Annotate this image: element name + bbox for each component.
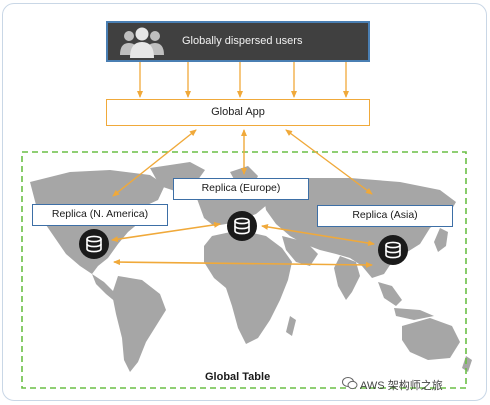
- global-app-box: Global App: [106, 99, 370, 126]
- replica-europe-label: Replica (Europe): [201, 182, 281, 194]
- map-australia: [402, 318, 460, 360]
- replica-north-america-label: Replica (N. America): [51, 208, 149, 220]
- arrow-app-asia: [285, 129, 373, 195]
- replication-arrows: [111, 221, 375, 268]
- replica-north-america-box: Replica (N. America): [32, 204, 168, 226]
- user-to-app-arrows: [137, 62, 349, 98]
- users-group-icon: [120, 27, 164, 58]
- map-japan: [434, 228, 448, 252]
- users-box: Globally dispersed users: [106, 21, 370, 62]
- map-southeast-asia: [378, 282, 402, 306]
- watermark-text: AWS 架构师之旅: [360, 380, 443, 392]
- arrow-eu-asia: [261, 223, 375, 247]
- map-new-zealand: [462, 356, 472, 372]
- map-africa: [204, 230, 292, 344]
- global-app-label: Global App: [211, 106, 265, 118]
- replica-asia-label: Replica (Asia): [352, 209, 418, 221]
- replica-europe-box: Replica (Europe): [173, 178, 309, 200]
- database-icon: [227, 211, 257, 241]
- replica-asia-box: Replica (Asia): [317, 205, 453, 227]
- arrow-na-eu: [111, 221, 221, 243]
- users-label: Globally dispersed users: [182, 35, 303, 47]
- map-madagascar: [286, 316, 296, 336]
- wechat-icon: [342, 377, 358, 390]
- database-icon: [79, 229, 109, 259]
- global-table-label: Global Table: [205, 371, 271, 383]
- arrow-na-asia: [113, 259, 373, 268]
- map-india: [334, 256, 360, 300]
- map-south-america: [112, 276, 166, 372]
- arrow-app-na: [112, 129, 197, 197]
- database-icon: [378, 235, 408, 265]
- app-replica-arrows: [112, 129, 373, 197]
- map-indonesia: [394, 308, 434, 320]
